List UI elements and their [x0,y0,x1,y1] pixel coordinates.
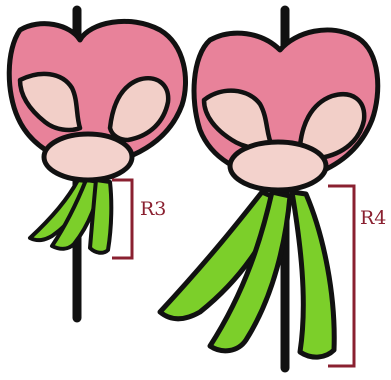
right-bracket-label: R4 [360,207,386,229]
right-leaf-3 [292,192,334,357]
left-bracket-label: R3 [140,198,166,220]
left-leaf-3 [90,180,111,253]
left-bracket [112,180,132,258]
right-flower: R4 [160,10,386,368]
right-flower-center [230,142,326,190]
left-flower-center [44,134,132,180]
left-flower: R3 [9,10,185,318]
